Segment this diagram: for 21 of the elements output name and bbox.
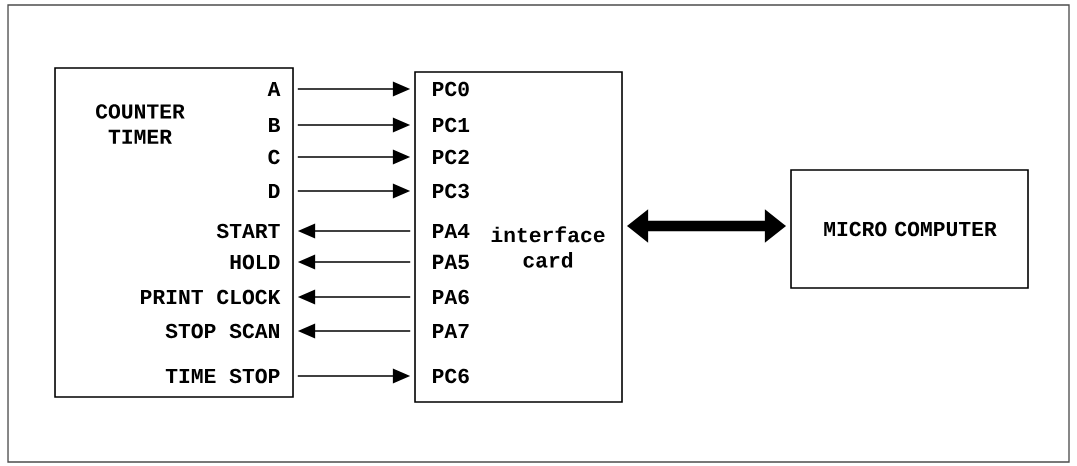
pin-label: PRINT CLOCK [141,289,281,305]
pin-label: PC0 [433,81,469,97]
pin-label: B [269,117,280,132]
pin-label: TIME STOP [165,368,280,384]
pin-label: PC1 [433,117,470,133]
pin-label: C [268,149,280,165]
pin-label: PA7 [433,323,469,338]
pin-label: STOP SCAN [165,323,279,339]
pin-label: PC3 [433,183,469,199]
pin-label: PA6 [433,289,469,305]
pin-label: A [267,81,281,96]
pin-label: PA5 [433,254,469,270]
pin-label: START [216,223,280,239]
block-title: interface card [491,226,605,268]
pin-label: D [269,183,280,198]
pin-label: PA4 [433,223,470,238]
pin-label: PC6 [433,368,469,384]
block-title: COUNTER TIMER [96,104,185,144]
pin-label: PC2 [433,149,469,165]
pin-label: HOLD [230,254,280,270]
block-title: MICRO COMPUTER [824,221,997,237]
